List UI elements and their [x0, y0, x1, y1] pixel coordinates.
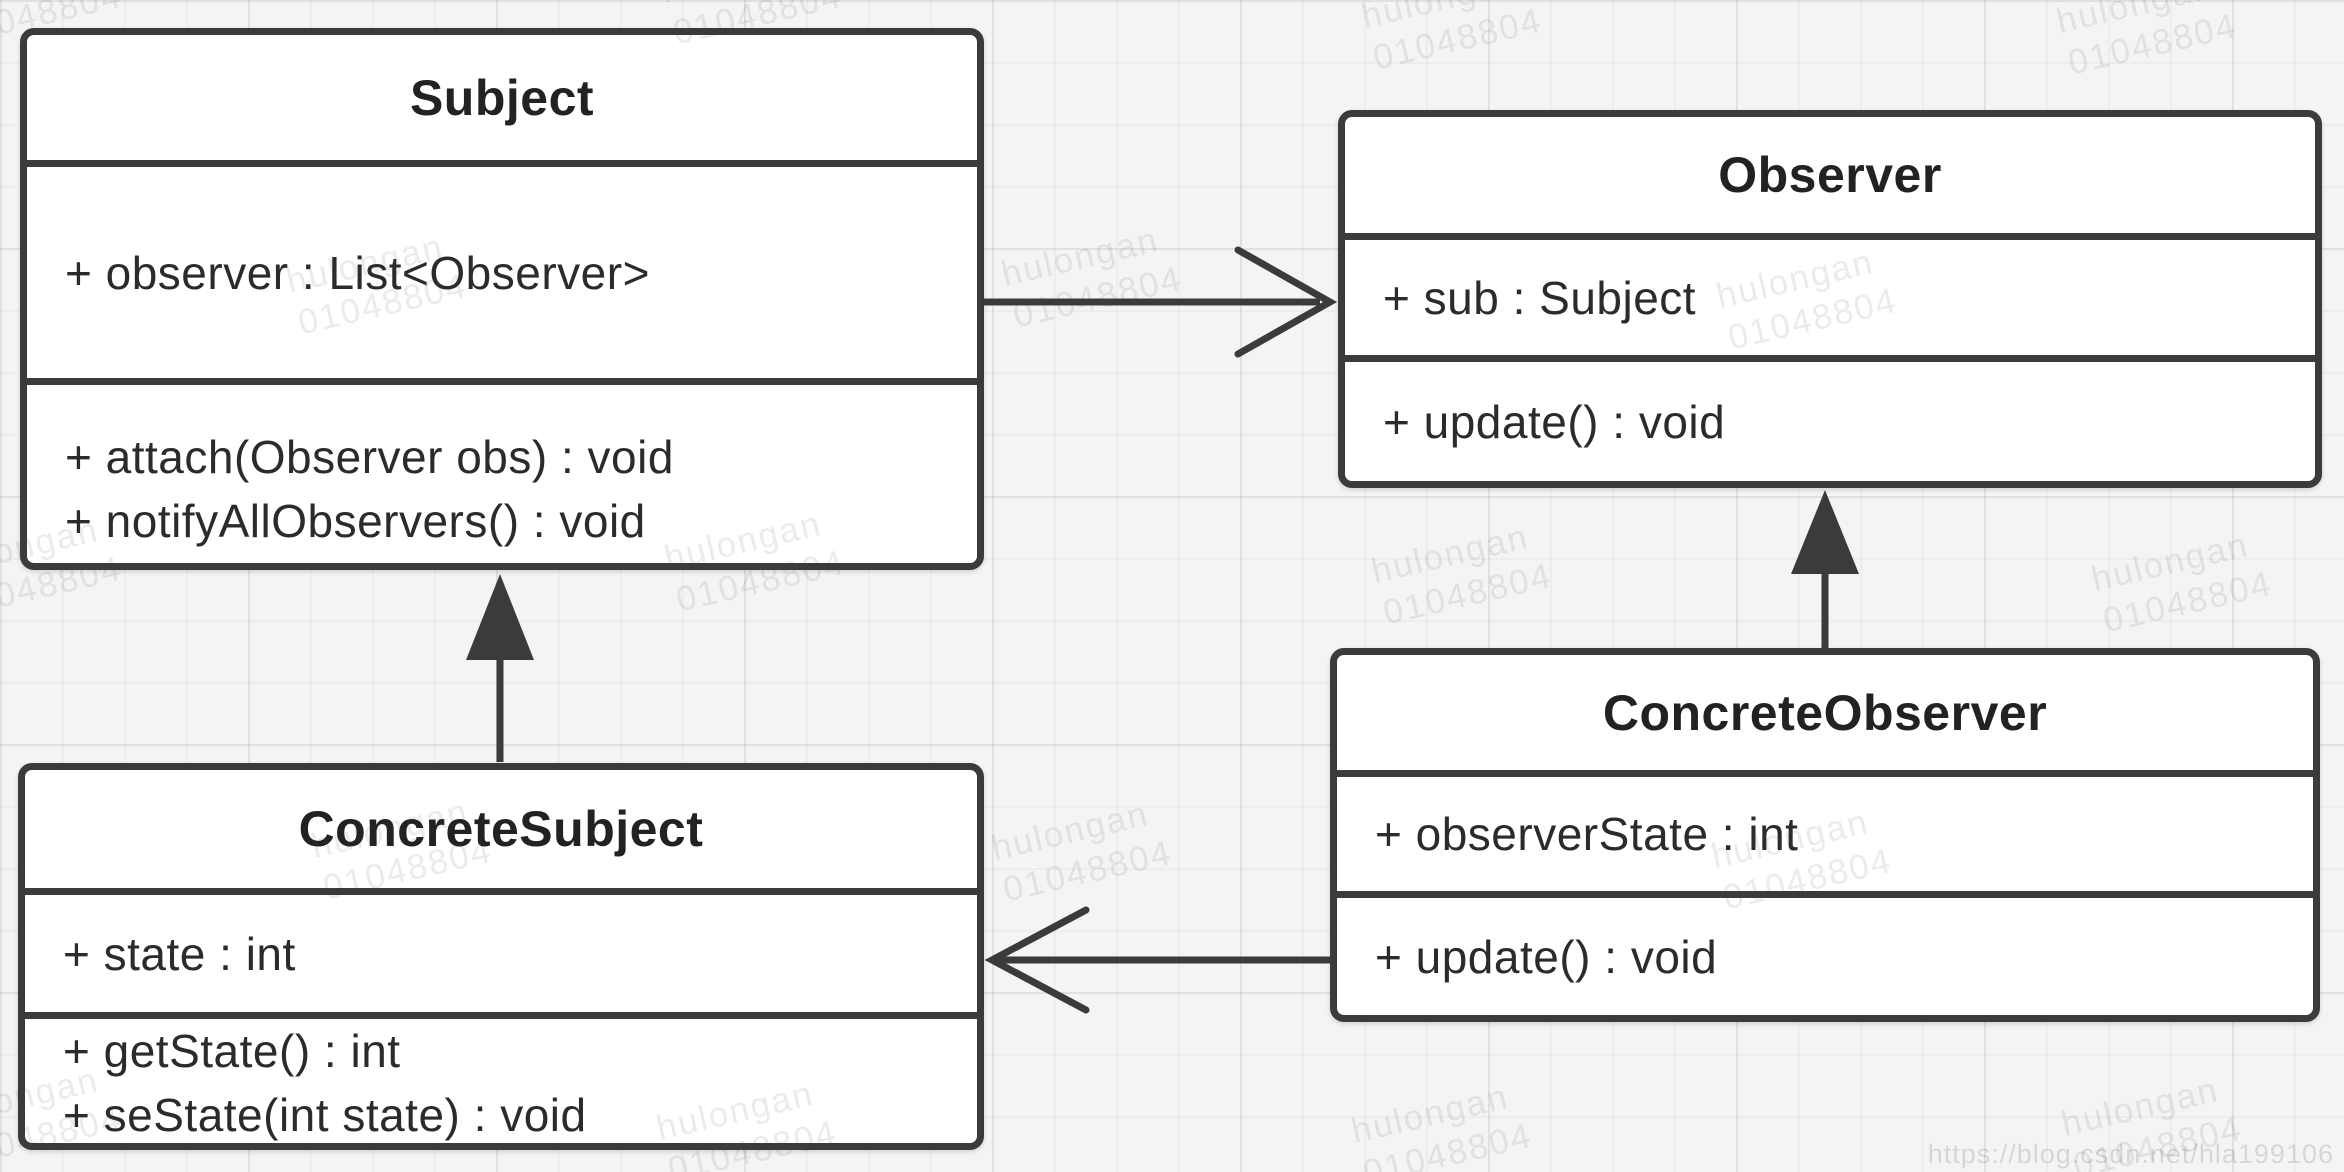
class-title-concrete-subject: ConcreteSubject — [298, 801, 704, 857]
class-title-observer: Observer — [1718, 147, 1942, 203]
methods-compartment-observer: + update() : void — [1345, 355, 2315, 481]
methods-compartment-subject: + attach(Observer obs) : void + notifyAl… — [27, 378, 977, 563]
attribute-line: + state : int — [63, 927, 296, 980]
method-line: + getState() : int — [63, 1025, 401, 1077]
method-line: + seState(int state) : void — [63, 1089, 587, 1141]
attribute-line: + sub : Subject — [1383, 271, 1697, 324]
attribute-line: + observerState : int — [1375, 808, 1799, 860]
association-arrow-subject-to-observer — [984, 246, 1338, 358]
class-box-concrete-observer: ConcreteObserver + observerState : int +… — [1330, 648, 2320, 1022]
generalization-arrow-concretesubject-to-subject — [466, 574, 534, 762]
attributes-compartment-concrete-subject: + state : int — [25, 888, 977, 1012]
association-arrow-concreteobserver-to-concretesubject — [984, 906, 1332, 1014]
methods-compartment-concrete-subject: + getState() : int + seState(int state) … — [25, 1012, 977, 1147]
class-box-observer: Observer + sub : Subject + update() : vo… — [1338, 110, 2322, 488]
methods-compartment-concrete-observer: + update() : void — [1337, 891, 2313, 1015]
class-title-concrete-observer: ConcreteObserver — [1602, 684, 2048, 741]
method-line: + notifyAllObservers() : void — [65, 495, 646, 547]
class-title-subject: Subject — [409, 69, 595, 126]
class-box-concrete-subject: ConcreteSubject + state : int + getState… — [18, 763, 984, 1150]
attributes-compartment-observer: + sub : Subject — [1345, 233, 2315, 355]
attributes-compartment-concrete-observer: + observerState : int — [1337, 770, 2313, 891]
class-box-subject: Subject + observer : List<Observer> + at… — [20, 28, 984, 570]
attributes-compartment-subject: + observer : List<Observer> — [27, 160, 977, 378]
method-line: + update() : void — [1375, 930, 1718, 983]
generalization-arrow-concreteobserver-to-observer — [1791, 490, 1859, 650]
attribute-line: + observer : List<Observer> — [65, 246, 650, 299]
method-line: + attach(Observer obs) : void — [65, 431, 674, 483]
method-line: + update() : void — [1383, 395, 1726, 448]
